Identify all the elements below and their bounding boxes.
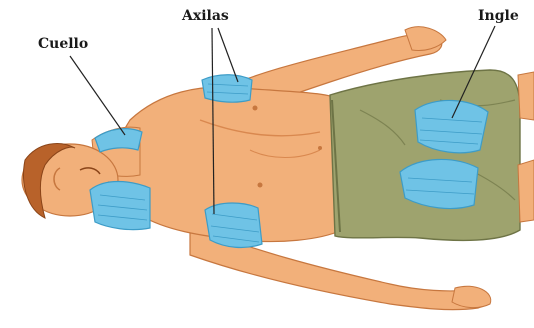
ice-pack-axilla-upper <box>202 75 252 102</box>
ice-pack-groin-upper <box>415 100 488 152</box>
shorts <box>330 70 520 240</box>
ice-pack-groin-lower <box>400 159 478 208</box>
nipple-right <box>258 183 263 188</box>
leg-upper <box>518 72 534 120</box>
label-armpits: Axilas <box>182 8 229 24</box>
navel <box>318 146 322 150</box>
leg-lower <box>518 160 534 222</box>
label-groin: Ingle <box>478 8 519 24</box>
lower-hand <box>452 286 491 307</box>
nipple-left <box>253 106 258 111</box>
ice-pack-neck-side <box>90 182 150 230</box>
leader-line-armpit-upper <box>218 28 238 82</box>
label-neck: Cuello <box>38 36 88 52</box>
leader-line-neck <box>70 56 125 135</box>
